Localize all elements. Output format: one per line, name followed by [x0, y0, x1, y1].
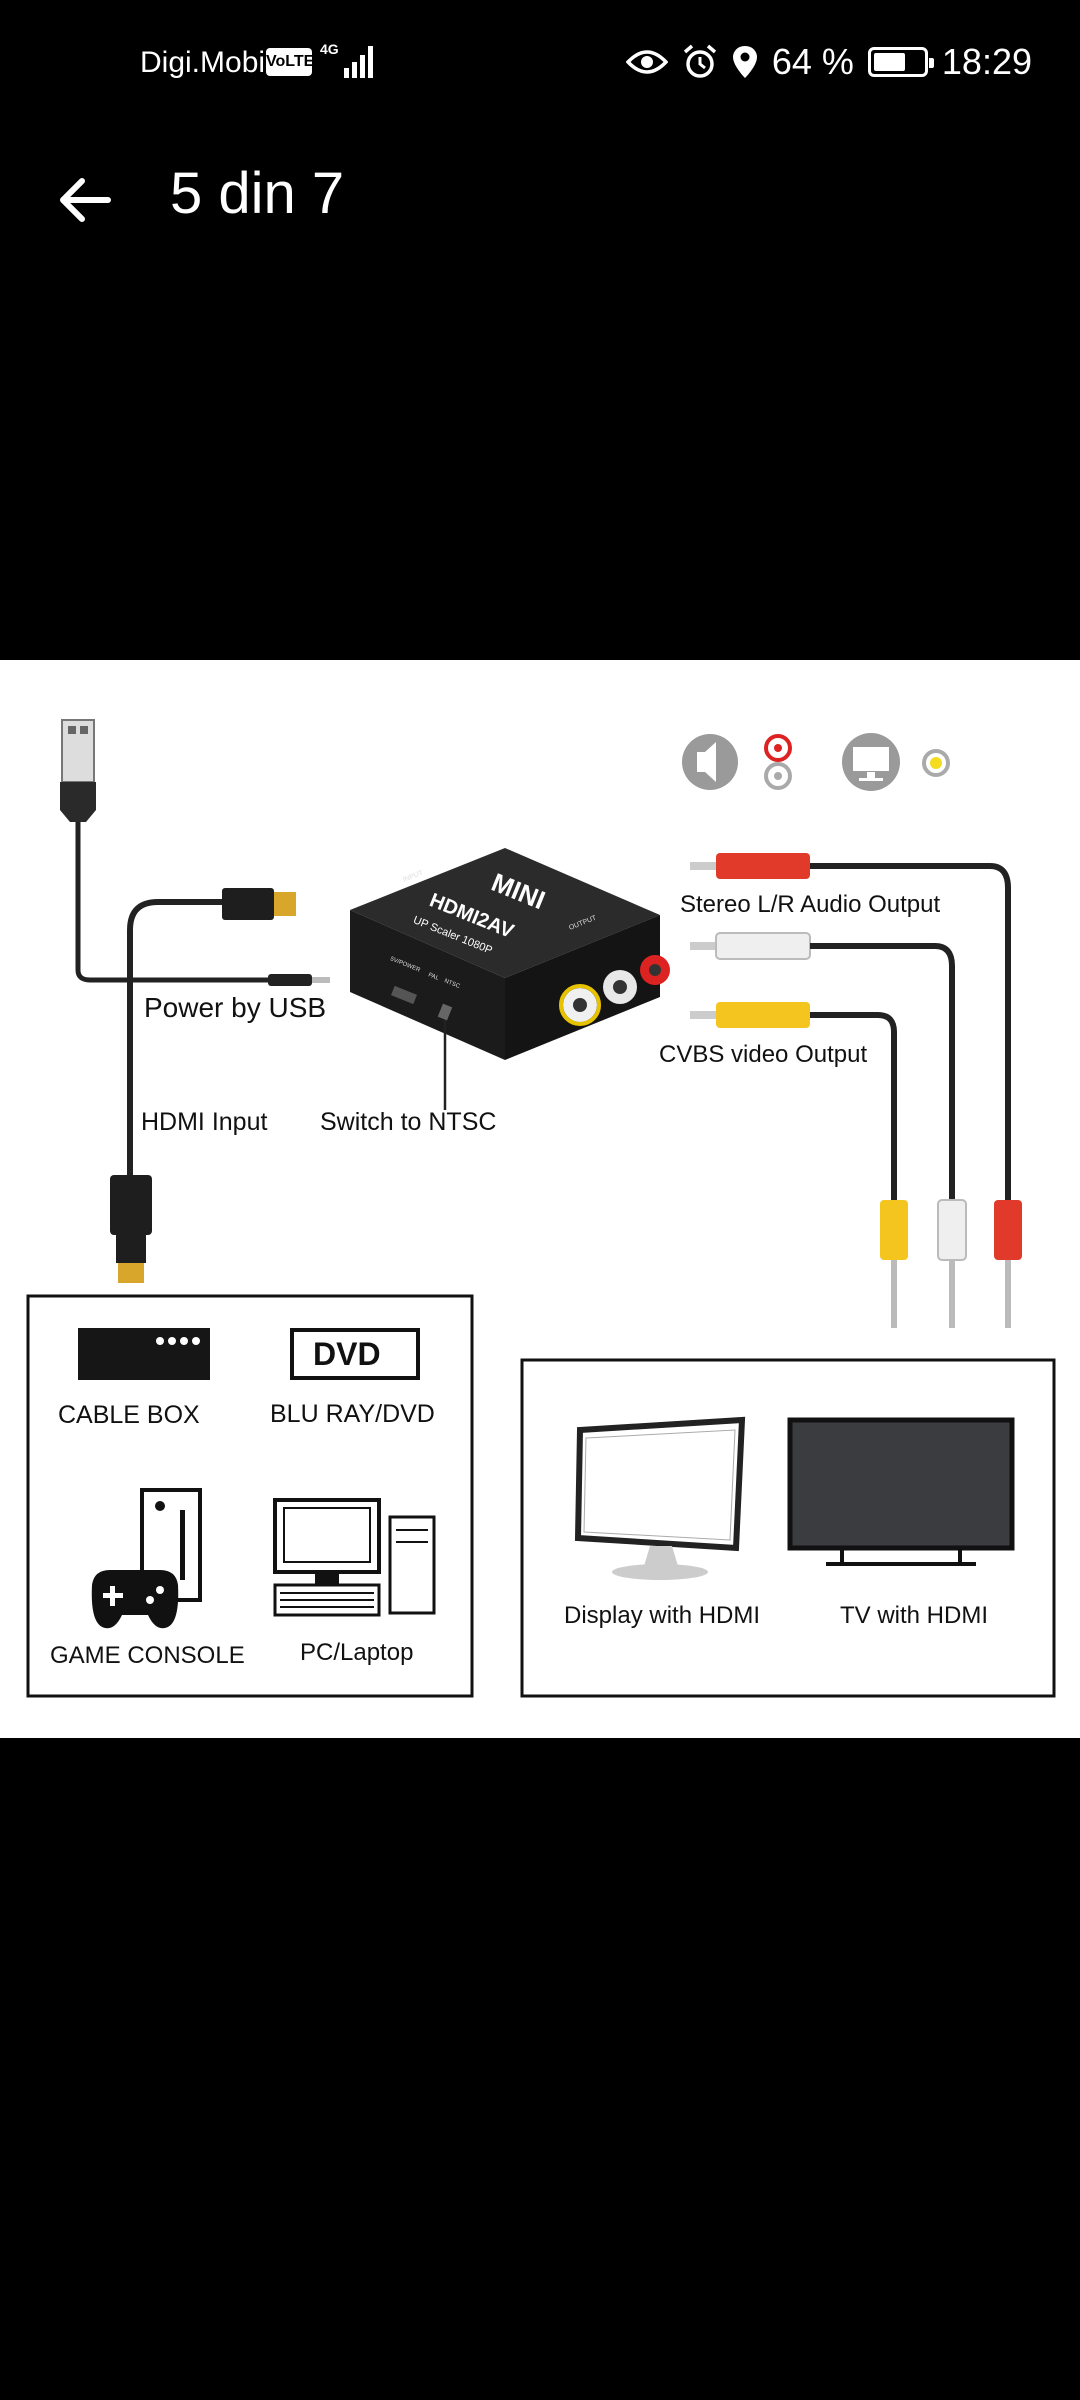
connection-diagram: Power by USB HDMI Input Switch to NTSC S… [26, 719, 1056, 1698]
display-label-monitor: Display with HDMI [564, 1602, 760, 1629]
switch-ntsc-label: Switch to NTSC [320, 1108, 496, 1136]
source-label-console: GAME CONSOLE [50, 1642, 245, 1669]
dvd-icon [290, 1328, 420, 1380]
pc-icon [273, 1498, 436, 1617]
volte-badge: VoLTE [266, 48, 314, 76]
source-label-dvd: BLU RAY/DVD [270, 1400, 435, 1428]
displays-panel [520, 1358, 1056, 1698]
cable-box-icon [78, 1328, 210, 1380]
page-title: 5 din 7 [170, 161, 345, 226]
arrow-left-icon[interactable] [50, 165, 120, 235]
alarm-icon [683, 44, 716, 78]
source-label-pc: PC/Laptop [300, 1639, 413, 1666]
battery-percent: 64 % [771, 41, 854, 82]
hdmi-input-label: HDMI Input [141, 1108, 267, 1136]
port-pal-label: PAL [427, 972, 440, 982]
carrier-name: Digi.Mobil [140, 46, 272, 79]
audio-jack-red-icon [764, 734, 792, 762]
rca-red-cable [690, 853, 1022, 1328]
usb-plug-icon [60, 719, 96, 822]
port-ntsc-label: NTSC [443, 978, 461, 990]
network-type: 4G [320, 41, 339, 57]
rca-yellow-cable [690, 1002, 908, 1328]
hdmi-plug-bottom-icon [110, 1175, 152, 1283]
power-usb-label: Power by USB [144, 992, 326, 1023]
hdmi-plug-top-icon [222, 888, 296, 920]
eye-icon [625, 50, 668, 74]
viewer-top-bar: 5 din 7 [0, 140, 1080, 250]
rca-white-cable [690, 932, 967, 1328]
sources-panel [26, 1294, 474, 1698]
video-jack-yellow-icon [922, 749, 950, 777]
stereo-output-label: Stereo L/R Audio Output [680, 891, 941, 918]
clock: 18:29 [941, 41, 1032, 82]
monitor-icon [574, 1416, 746, 1580]
battery-icon [867, 47, 934, 77]
status-bar: Digi.Mobil VoLTE 4G 64 % 18:29 [0, 0, 1080, 130]
cvbs-output-label: CVBS video Output [659, 1041, 867, 1068]
audio-jack-white-icon [764, 762, 792, 790]
hdmi2av-converter [350, 848, 670, 1060]
signal-icon: 4G [320, 41, 373, 78]
video-monitor-icon [842, 733, 900, 791]
speaker-icon [682, 734, 738, 790]
product-image[interactable]: Power by USB HDMI Input Switch to NTSC S… [0, 660, 1080, 1738]
dvd-badge: DVD [313, 1336, 381, 1372]
game-console-icon [91, 1488, 202, 1629]
source-label-cable: CABLE BOX [58, 1401, 200, 1429]
tv-icon [787, 1417, 1015, 1566]
location-icon [732, 46, 757, 78]
display-label-tv: TV with HDMI [840, 1602, 988, 1629]
